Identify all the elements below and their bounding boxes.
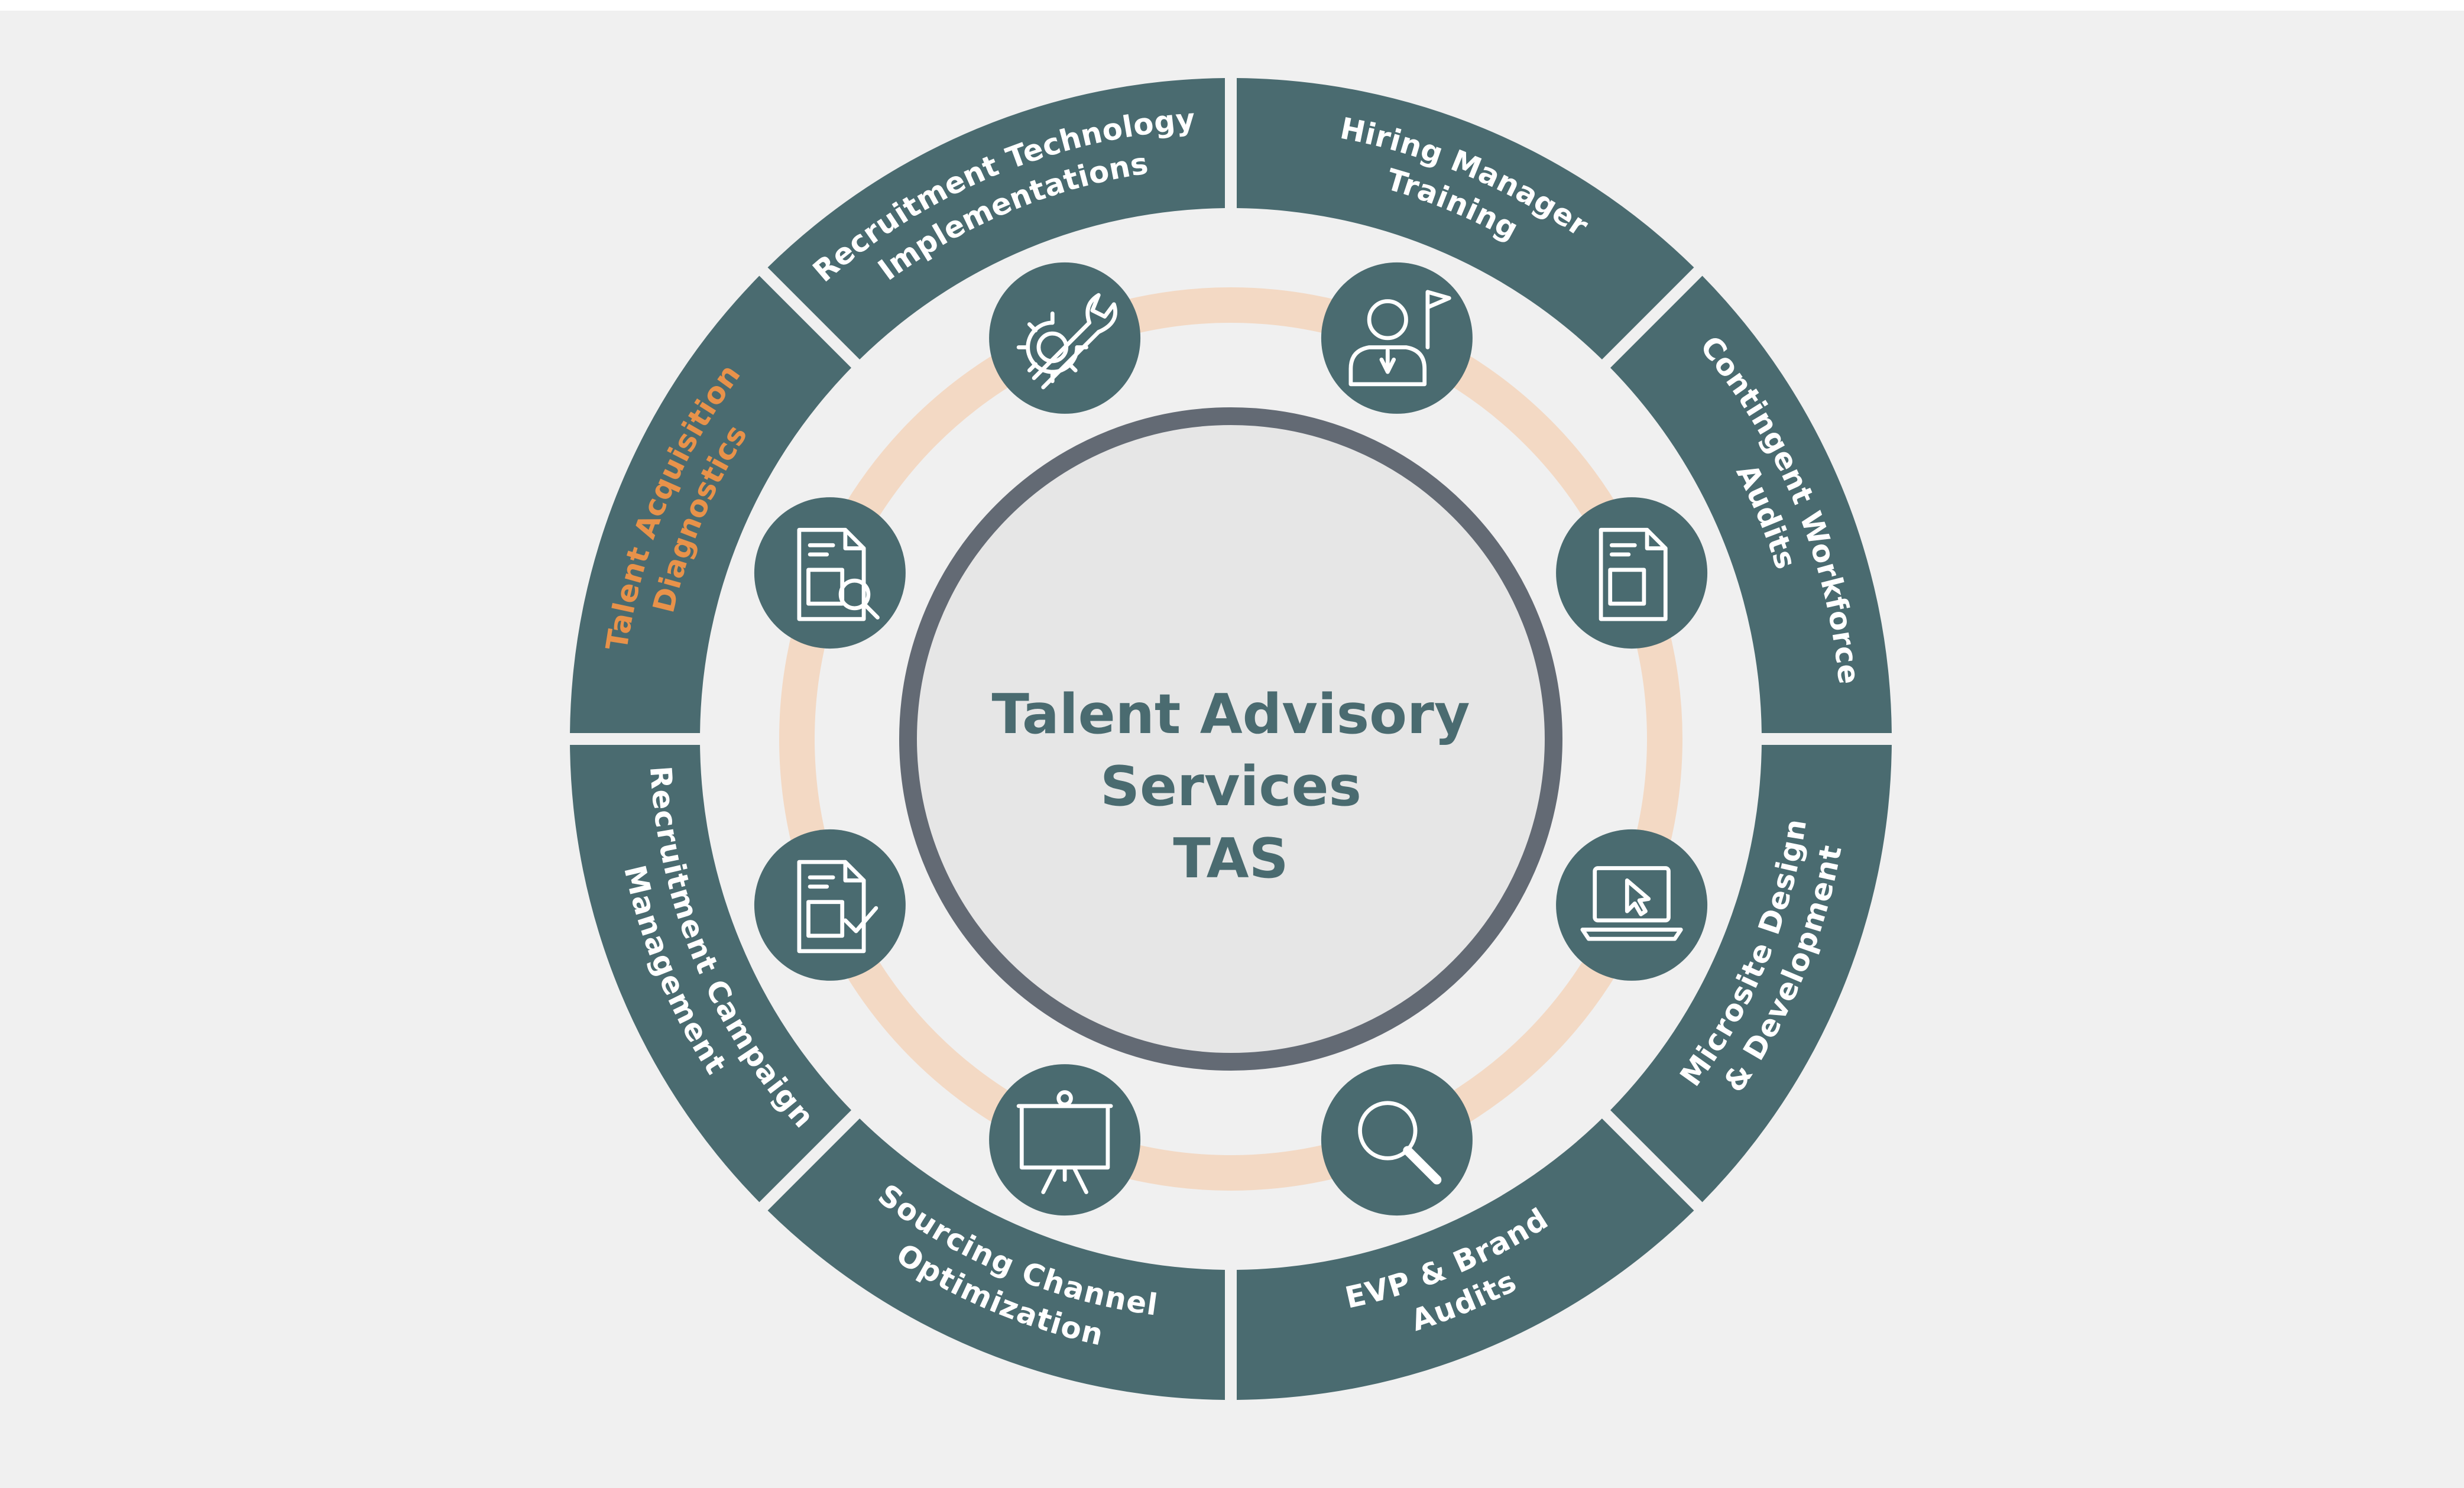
magnifier-icon: [1321, 1064, 1473, 1216]
hub-circle: [899, 407, 1562, 1071]
segment-recruitment-technology-implementations-band: [767, 78, 1225, 359]
segment-microsite-design-development-band: [1610, 744, 1892, 1202]
document-check-icon: [754, 829, 906, 981]
hub-title: Talent Advisory Services TAS: [992, 682, 1470, 890]
hub-title-line-2: Services: [1100, 754, 1361, 818]
segment-contingent-workforce-audits-band: [1610, 275, 1892, 734]
presentation-board-icon: [989, 1064, 1141, 1216]
hub-title-line-3: TAS: [1173, 826, 1288, 890]
document-icon: [1556, 497, 1708, 649]
person-flag-icon: [1321, 262, 1473, 414]
gear-wrench-icon: [989, 262, 1141, 414]
service-icons-ring: [754, 262, 1708, 1216]
segment-recruitment-campaign-management-band: [570, 744, 851, 1202]
segment-talent-acquisition-diagnostics-band: [570, 275, 851, 734]
segment-evp-brand-audits-band: [1236, 1119, 1694, 1400]
hub-title-line-1: Talent Advisory: [992, 682, 1470, 746]
segment-hiring-manager-training-band: [1236, 78, 1694, 359]
segment-sourcing-channel-optimization-band: [767, 1119, 1225, 1400]
laptop-cursor-icon: [1556, 829, 1708, 981]
document-search-icon: [754, 497, 906, 649]
orange-connector-ring: [779, 287, 1682, 1191]
